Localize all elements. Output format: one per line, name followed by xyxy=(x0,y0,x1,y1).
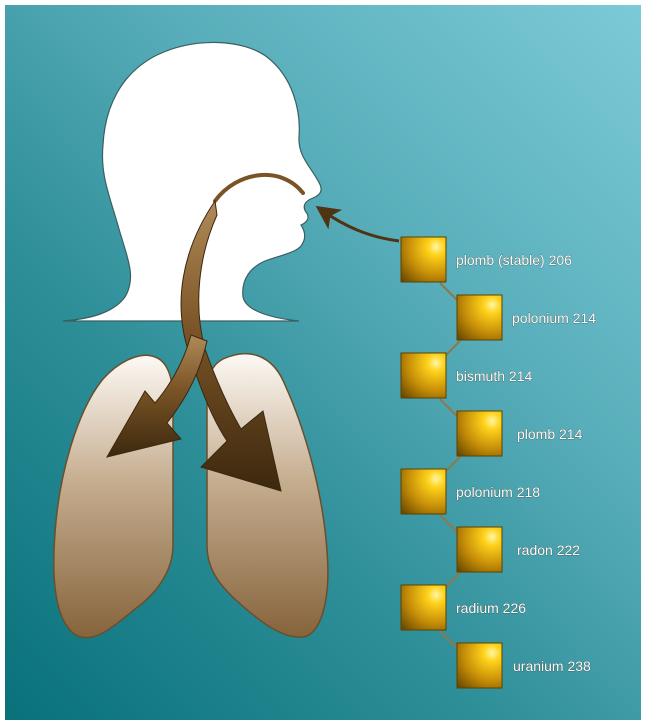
gold-square-icon xyxy=(457,295,502,340)
decay-step-uranium-238: uranium 238 xyxy=(457,643,591,688)
gold-square-icon xyxy=(401,237,446,282)
decay-step-label: bismuth 214 xyxy=(456,368,532,384)
decay-step-radon-222: radon 222 xyxy=(457,527,580,572)
gold-square-icon xyxy=(457,411,502,456)
gold-square-icon xyxy=(457,527,502,572)
decay-step-plomb-214: plomb 214 xyxy=(457,411,583,456)
decay-step-label: plomb (stable) 206 xyxy=(456,252,572,268)
decay-step-polonium-214: polonium 214 xyxy=(457,295,596,340)
decay-step-radium-226: radium 226 xyxy=(401,585,526,630)
decay-step-label: polonium 218 xyxy=(456,484,540,500)
gold-square-icon xyxy=(401,353,446,398)
gold-square-icon xyxy=(401,585,446,630)
lungs-icon xyxy=(207,354,328,637)
decay-step-label: radium 226 xyxy=(456,600,526,616)
decay-step-bismuth-214: bismuth 214 xyxy=(401,353,532,398)
decay-step-polonium-218: polonium 218 xyxy=(401,469,540,514)
decay-step-label: uranium 238 xyxy=(513,658,591,674)
gold-square-icon xyxy=(401,469,446,514)
lungs-icon xyxy=(54,355,173,637)
decay-step-label: radon 222 xyxy=(517,542,580,558)
decay-step-label: polonium 214 xyxy=(512,310,596,326)
decay-step-label: plomb 214 xyxy=(517,426,583,442)
radon-inhalation-diagram: plomb (stable) 206 polonium 214 bismuth … xyxy=(5,5,641,720)
diagram-panel: plomb (stable) 206 polonium 214 bismuth … xyxy=(5,5,641,720)
decay-step-plomb-206: plomb (stable) 206 xyxy=(401,237,572,282)
gold-square-icon xyxy=(457,643,502,688)
decay-chain: plomb (stable) 206 polonium 214 bismuth … xyxy=(401,237,596,688)
inhalation-arrow-icon xyxy=(323,211,399,241)
